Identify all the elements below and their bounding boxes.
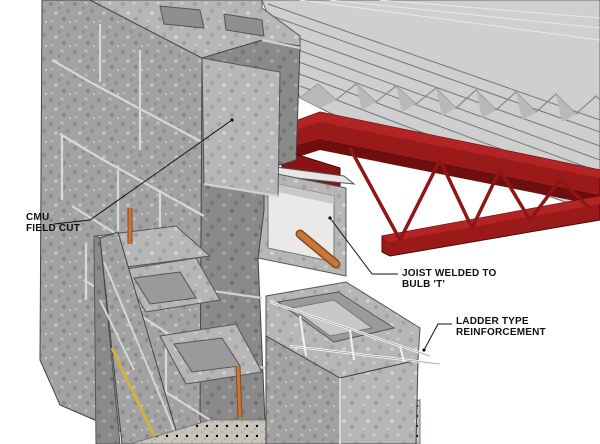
ladder-label-line1: LADDER TYPE bbox=[456, 316, 529, 327]
cmu-wall-upper bbox=[39, 0, 301, 444]
cmu-label-line1: CMU bbox=[26, 212, 50, 223]
leader-dot-ladder bbox=[422, 348, 426, 352]
rebar-vertical bbox=[127, 208, 243, 419]
ladder-label-line2: REINFORCEMENT bbox=[456, 327, 546, 338]
joist-label-line2: BULB 'T' bbox=[402, 279, 446, 290]
joist-welded-label: JOIST WELDED TO BULB 'T' bbox=[402, 268, 497, 290]
rebar-dowel-horizontal bbox=[295, 229, 341, 269]
cmu-block-front bbox=[265, 281, 421, 444]
callout-leaders bbox=[53, 119, 452, 351]
leader-dot-cmu bbox=[230, 118, 234, 122]
ladder-type-reinforcement bbox=[269, 300, 441, 366]
cmu-label-line2: FIELD CUT bbox=[26, 223, 81, 234]
cmu-field-cut-label: CMU FIELD CUT bbox=[26, 212, 80, 234]
leader-dot-joist bbox=[328, 216, 332, 220]
joist-label-line1: JOIST WELDED TO bbox=[402, 268, 497, 279]
ladder-reinforcement-label: LADDER TYPE REINFORCEMENT bbox=[456, 316, 546, 338]
